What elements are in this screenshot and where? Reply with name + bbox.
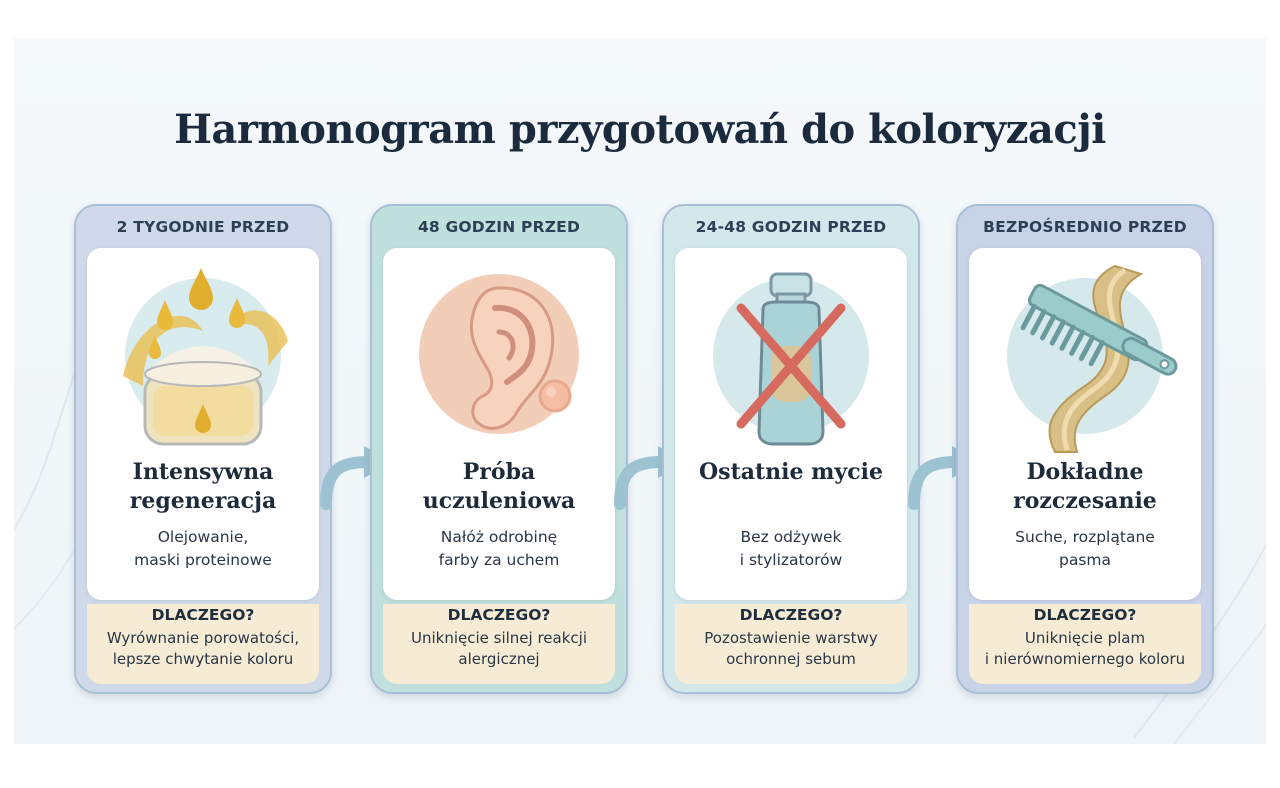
step-footer: DLACZEGO? Uniknięcie silnej reakcji aler… — [383, 604, 615, 684]
page-title: Harmonogram przygotowań do koloryzacji — [174, 106, 1106, 153]
step-footer: DLACZEGO? Pozostawienie warstwy ochronne… — [675, 604, 907, 684]
step-card-allergy-test: 48 GODZIN PRZED Próba uczuleniowa Nałóż … — [370, 204, 628, 694]
step-description: Suche, rozplątane pasma — [1015, 528, 1155, 569]
step-description: Olejowanie, maski proteinowe — [134, 528, 272, 569]
comb-hair-strand-icon — [1007, 264, 1178, 453]
step-title: Ostatnie mycie — [699, 459, 883, 485]
step-header: 2 TYGODNIE PRZED — [116, 218, 290, 236]
why-label: DLACZEGO? — [151, 606, 255, 624]
why-text: Uniknięcie plam i nierównomiernego kolor… — [984, 629, 1186, 668]
step-header: BEZPOŚREDNIO PRZED — [983, 218, 1187, 236]
why-label: DLACZEGO? — [1033, 606, 1137, 624]
why-label: DLACZEGO? — [447, 606, 551, 624]
step-body: Dokładne rozczesanie Suche, rozplątane p… — [969, 248, 1201, 600]
step-footer: DLACZEGO? Uniknięcie plam i nierównomier… — [969, 604, 1201, 684]
infographic-canvas: Harmonogram przygotowań do koloryzacji 2… — [14, 38, 1266, 744]
step-body: Intensywna regeneracja Olejowanie, maski… — [87, 248, 319, 600]
why-text: Wyrównanie porowatości, lepsze chwytanie… — [106, 629, 300, 668]
step-title: Intensywna regeneracja — [129, 459, 277, 514]
step-header: 24-48 GODZIN PRZED — [695, 218, 887, 236]
step-title: Dokładne rozczesanie — [1013, 459, 1157, 514]
why-text: Pozostawienie warstwy ochronnej sebum — [704, 629, 878, 668]
step-description: Bez odżywek i stylizatorów — [739, 528, 843, 569]
hair-oil-jar-icon — [123, 268, 288, 446]
step-title: Próba uczuleniowa — [422, 459, 576, 514]
step-card-regeneration: 2 TYGODNIE PRZED Intensywna regeneracja … — [74, 204, 332, 694]
step-footer: DLACZEGO? Wyrównanie porowatości, lepsze… — [87, 604, 319, 684]
step-body: Ostatnie mycie Bez odżywek i stylizatoró… — [675, 248, 907, 600]
ear-patch-test-icon — [419, 274, 579, 434]
step-header: 48 GODZIN PRZED — [417, 218, 581, 236]
step-description: Nałóż odrobinę farby za uchem — [438, 528, 560, 569]
no-conditioner-bottle-icon — [713, 272, 869, 446]
step-body: Próba uczuleniowa Nałóż odrobinę farby z… — [383, 248, 615, 600]
step-card-detangling: BEZPOŚREDNIO PRZED — [956, 204, 1214, 694]
why-text: Uniknięcie silnej reakcji alergicznej — [410, 629, 587, 668]
step-card-last-wash: 24-48 GODZIN PRZED Ostatnie mycie Bez od… — [662, 204, 920, 694]
why-label: DLACZEGO? — [739, 606, 843, 624]
